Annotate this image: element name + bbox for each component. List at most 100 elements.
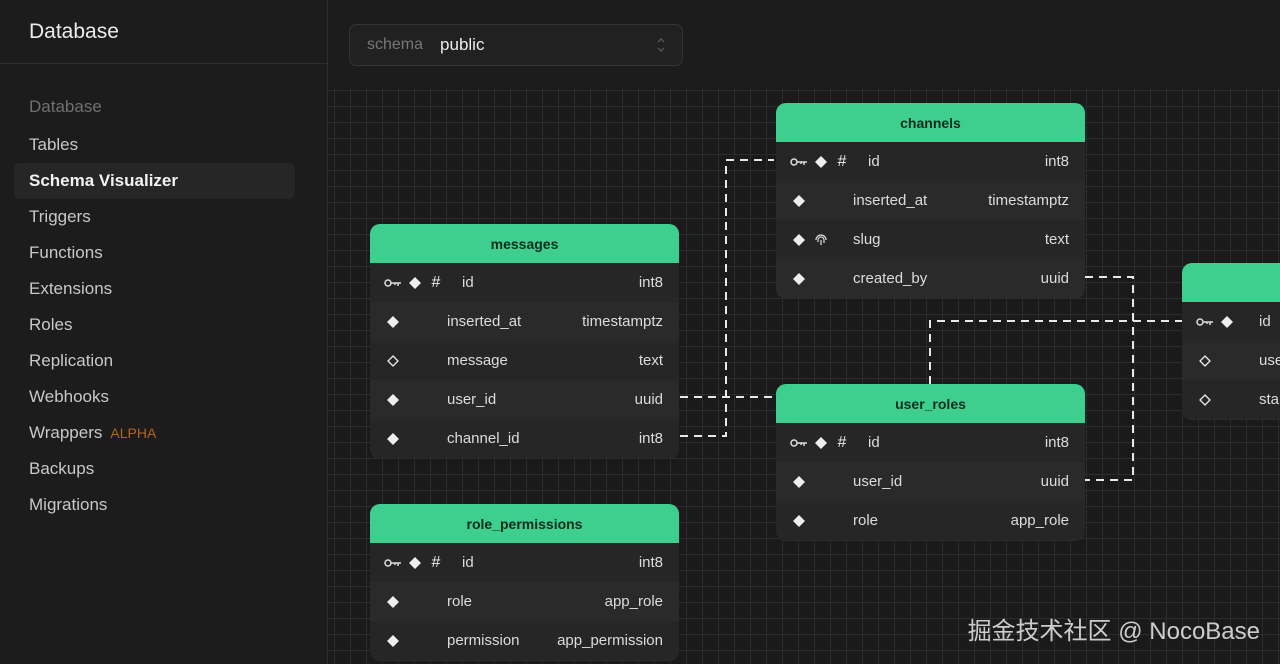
- diamond-filled-icon: [385, 302, 401, 341]
- column-list: # id int8 role app_role permission app_p…: [370, 543, 679, 660]
- column-row[interactable]: message text: [370, 341, 679, 380]
- column-name: role: [853, 512, 879, 529]
- diamond-filled-icon: [813, 423, 829, 462]
- column-name: message: [447, 352, 508, 369]
- column-name: user_id: [447, 391, 497, 408]
- table-role-permissions[interactable]: role_permissions # id int8 role app_role…: [370, 504, 679, 660]
- column-type: app_permission: [557, 632, 663, 649]
- column-row[interactable]: # id int8: [370, 263, 679, 302]
- table-users-partial[interactable]: id use sta: [1182, 263, 1280, 419]
- column-name: user_id: [853, 473, 903, 490]
- diamond-filled-icon: [385, 621, 401, 660]
- column-list: # id int8 inserted_at timestamptz messag…: [370, 263, 679, 458]
- column-name: id: [868, 434, 880, 451]
- diamond-filled-icon: [407, 543, 423, 582]
- key-icon: [1195, 302, 1215, 341]
- column-type: int8: [638, 430, 663, 447]
- table-title: [1182, 263, 1280, 302]
- sidebar-item-backups[interactable]: Backups: [29, 459, 95, 478]
- diamond-filled-icon: [385, 419, 401, 458]
- sidebar-item-extensions[interactable]: Extensions: [29, 279, 113, 298]
- hash-icon: #: [431, 553, 441, 571]
- column-row[interactable]: sta: [1182, 380, 1280, 419]
- sidebar-title: Database: [0, 0, 327, 64]
- column-type: timestamptz: [988, 192, 1069, 209]
- sidebar-item-wrappers[interactable]: Wrappers ALPHA: [14, 415, 295, 451]
- column-row[interactable]: permission app_permission: [370, 621, 679, 660]
- column-row[interactable]: use: [1182, 341, 1280, 380]
- key-icon: [383, 263, 403, 302]
- diamond-filled-icon: [791, 220, 807, 259]
- column-type: text: [1044, 231, 1069, 248]
- diamond-filled-icon: [791, 501, 807, 540]
- column-list: # id int8 user_id uuid role app_role: [776, 423, 1085, 540]
- schema-canvas[interactable]: channels # id int8 inserted_at timestamp…: [328, 88, 1280, 664]
- schema-select[interactable]: schema public: [349, 24, 683, 66]
- sidebar-item-migrations[interactable]: Migrations: [29, 495, 108, 514]
- sidebar-item-tables[interactable]: Tables: [29, 135, 79, 154]
- column-type: uuid: [634, 391, 663, 408]
- column-row[interactable]: # id int8: [370, 543, 679, 582]
- column-row[interactable]: role app_role: [370, 582, 679, 621]
- column-row[interactable]: # id int8: [776, 423, 1085, 462]
- column-type: timestamptz: [582, 313, 663, 330]
- diamond-filled-icon: [791, 259, 807, 298]
- table-title: role_permissions: [370, 504, 679, 543]
- column-row[interactable]: created_by uuid: [776, 259, 1085, 298]
- sidebar-item-label: Wrappers: [29, 423, 103, 442]
- hash-icon: #: [837, 152, 847, 170]
- diamond-filled-icon: [407, 263, 423, 302]
- diamond-filled-icon: [1219, 302, 1235, 341]
- schema-select-label: schema: [367, 36, 424, 53]
- column-name: id: [1259, 313, 1271, 330]
- column-type: int8: [1044, 434, 1069, 451]
- column-row[interactable]: user_id uuid: [776, 462, 1085, 501]
- column-row[interactable]: inserted_at timestamptz: [370, 302, 679, 341]
- sidebar-item-triggers[interactable]: Triggers: [29, 207, 91, 226]
- sidebar-item-roles[interactable]: Roles: [29, 315, 73, 334]
- table-user-roles[interactable]: user_roles # id int8 user_id uuid role: [776, 384, 1085, 540]
- column-type: int8: [638, 274, 663, 291]
- table-title: channels: [776, 103, 1085, 142]
- toolbar: schema public: [328, 0, 1280, 88]
- column-row[interactable]: user_id uuid: [370, 380, 679, 419]
- sidebar-item-functions[interactable]: Functions: [29, 243, 103, 262]
- column-name: inserted_at: [447, 313, 522, 330]
- column-name: permission: [447, 632, 520, 649]
- column-name: id: [462, 274, 474, 291]
- column-type: int8: [638, 554, 663, 571]
- sidebar: Database Database Tables Schema Visualiz…: [0, 0, 328, 664]
- column-row[interactable]: inserted_at timestamptz: [776, 181, 1085, 220]
- hash-icon: #: [837, 433, 847, 451]
- key-icon: [789, 142, 809, 181]
- table-title: messages: [370, 224, 679, 263]
- column-row[interactable]: id: [1182, 302, 1280, 341]
- main-area: schema public channels: [328, 0, 1280, 664]
- diamond-filled-icon: [385, 380, 401, 419]
- column-type: uuid: [1040, 473, 1069, 490]
- column-row[interactable]: channel_id int8: [370, 419, 679, 458]
- key-icon: [789, 423, 809, 462]
- sidebar-item-schema-visualizer[interactable]: Schema Visualizer: [14, 163, 295, 199]
- diamond-filled-icon: [791, 462, 807, 501]
- column-row[interactable]: role app_role: [776, 501, 1085, 540]
- watermark: 掘金技术社区 @ NocoBase: [967, 618, 1260, 645]
- column-name: slug: [853, 231, 881, 248]
- alpha-badge: ALPHA: [110, 425, 157, 441]
- column-type: uuid: [1040, 270, 1069, 287]
- sidebar-item-webhooks[interactable]: Webhooks: [29, 387, 110, 406]
- diamond-outline-icon: [1197, 380, 1213, 419]
- sidebar-nav: Database Tables Schema Visualizer Trigge…: [0, 64, 327, 523]
- column-type: app_role: [1010, 512, 1069, 529]
- column-list: id use sta: [1182, 302, 1280, 419]
- table-messages[interactable]: messages # id int8 inserted_at timestamp…: [370, 224, 679, 458]
- column-row[interactable]: # id int8: [776, 142, 1085, 181]
- sidebar-item-replication[interactable]: Replication: [29, 351, 114, 370]
- table-channels[interactable]: channels # id int8 inserted_at timestamp…: [776, 103, 1085, 298]
- column-name: id: [462, 554, 474, 571]
- diamond-filled-icon: [813, 142, 829, 181]
- diamond-outline-icon: [1197, 341, 1213, 380]
- fingerprint-icon: [813, 220, 829, 259]
- column-row[interactable]: slug text: [776, 220, 1085, 259]
- column-type: app_role: [604, 593, 663, 610]
